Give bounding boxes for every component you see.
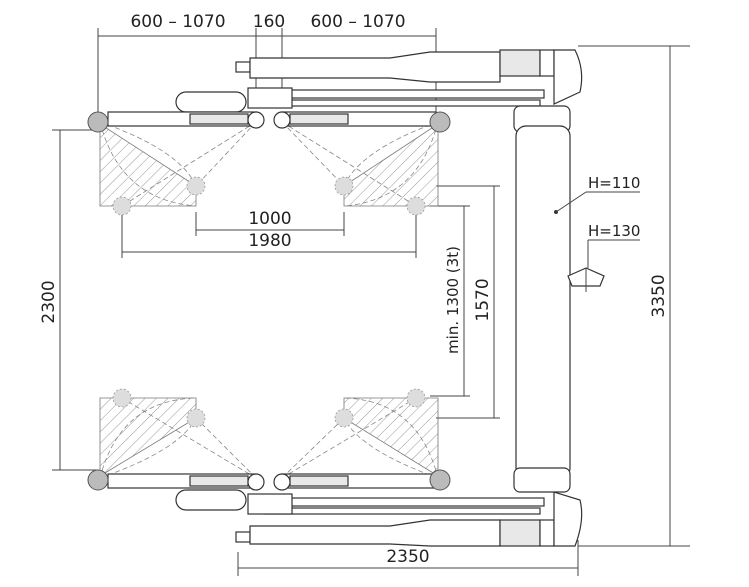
top-arm-assembly	[87, 49, 583, 133]
dim-arm-span-inner: 1000	[248, 209, 291, 229]
label-h110: H=110	[588, 174, 640, 192]
dim-height-left: 2300	[39, 280, 59, 323]
height-labels: H=110 H=130	[555, 174, 640, 292]
dim-arm-span-outer: 1980	[248, 231, 291, 251]
top-swing-zone	[99, 121, 439, 216]
dim-top-right-range: 600 – 1070	[310, 12, 405, 32]
overall-width-dimension: 2350	[237, 540, 579, 576]
lift-column	[513, 105, 571, 493]
left-height-dimension: 2300	[39, 129, 98, 471]
bottom-swing-zone	[99, 388, 439, 479]
label-h130: H=130	[588, 222, 640, 240]
dim-top-center: 160	[253, 12, 285, 32]
dim-overall-width: 2350	[386, 547, 429, 567]
lift-pad	[429, 469, 451, 491]
dim-top-left-range: 600 – 1070	[130, 12, 225, 32]
bottom-arm-assembly	[87, 469, 583, 547]
inner-vertical-dimensions: min. 1300 (3t) 1570	[430, 185, 500, 419]
dim-overall-height: 3350	[649, 274, 669, 317]
overall-height-dimension: 3350	[578, 45, 690, 547]
lift-pad	[87, 469, 109, 491]
lift-pad	[87, 111, 109, 133]
dim-min-clearance: min. 1300 (3t)	[444, 246, 462, 354]
dim-inner-width: 1570	[473, 278, 493, 321]
top-dimension-chain: 600 – 1070 160 600 – 1070	[97, 12, 437, 118]
arm-span-dimensions: 1000 1980	[121, 209, 417, 258]
lift-pad	[429, 111, 451, 133]
